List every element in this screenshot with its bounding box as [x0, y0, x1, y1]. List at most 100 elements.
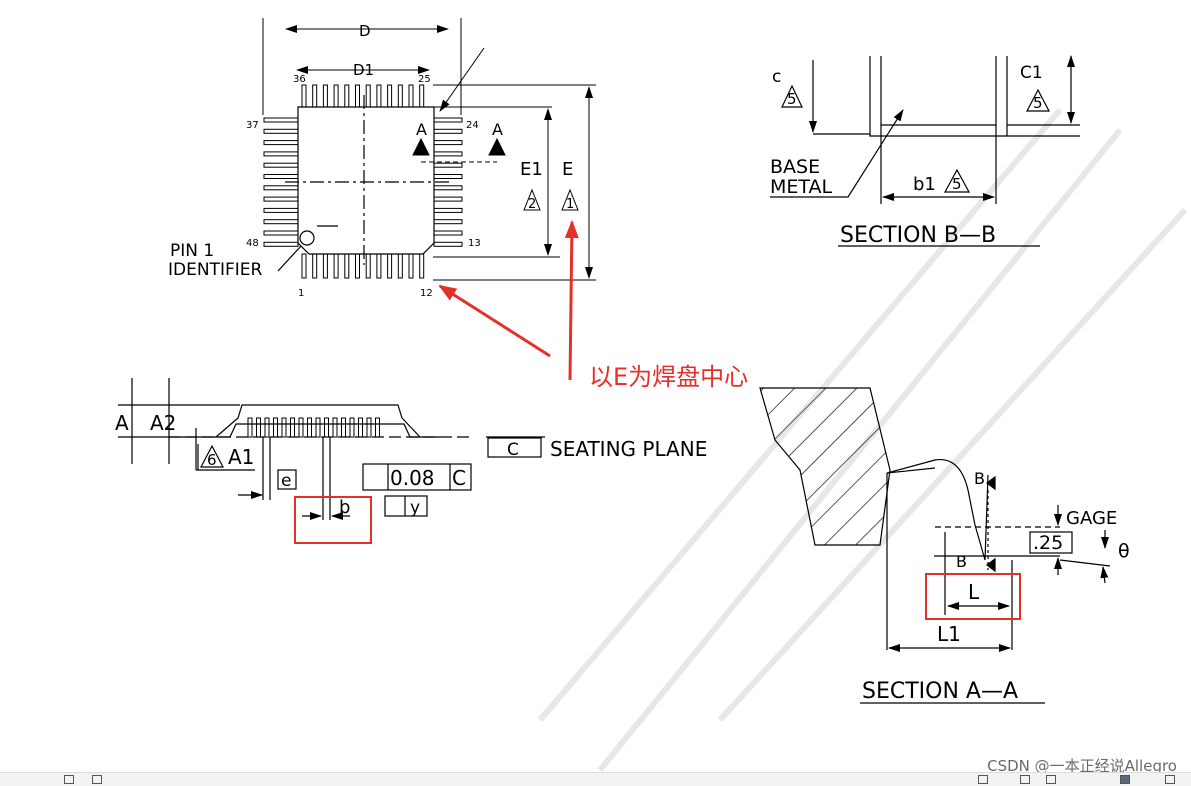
- lead: [263, 162, 299, 168]
- section-bb: [770, 55, 1080, 247]
- label-b: b: [339, 497, 350, 518]
- tolerance-datum: C: [452, 466, 466, 490]
- side-lead: [247, 417, 253, 438]
- label-A1: A1: [228, 445, 254, 469]
- side-lead: [273, 417, 278, 438]
- side-lead: [358, 417, 363, 438]
- lead: [433, 140, 463, 146]
- side-lead: [324, 417, 329, 438]
- lead: [263, 230, 299, 236]
- side-lead: [349, 417, 355, 438]
- label-E: E: [562, 159, 573, 180]
- viewer-statusbar: [0, 772, 1191, 786]
- lead: [263, 117, 299, 123]
- side-lead: [281, 417, 287, 438]
- pin-48: 48: [246, 238, 259, 249]
- lead: [322, 253, 328, 279]
- page-icon[interactable]: [64, 775, 74, 784]
- lead: [433, 185, 463, 191]
- package-body: [297, 106, 435, 255]
- lead: [333, 253, 339, 279]
- label-c: c: [772, 67, 781, 87]
- lead: [263, 196, 299, 202]
- lead: [433, 207, 463, 213]
- section-b-lower: B: [956, 552, 967, 571]
- tolerance-y: y: [410, 498, 420, 518]
- lead: [322, 84, 328, 108]
- labels: D D1 E1 E 2 1 A A 36 25 37 24 48 13 1 12…: [115, 22, 1130, 704]
- lead: [263, 241, 299, 247]
- section-a-left: A: [416, 120, 427, 139]
- base-label-2: METAL: [770, 176, 833, 198]
- csdn-watermark: CSDN @一本正经说Allegro: [987, 757, 1177, 775]
- pin-13: 13: [468, 238, 481, 249]
- tolerance-value: 0.08: [390, 466, 435, 490]
- lead: [397, 253, 403, 279]
- lead: [301, 253, 307, 279]
- page-icon[interactable]: [92, 775, 102, 784]
- note-5b: 5: [1033, 94, 1043, 112]
- lead: [312, 84, 318, 108]
- note-1: 1: [566, 197, 574, 212]
- label-b1: b1: [913, 174, 936, 195]
- side-lead: [298, 417, 304, 438]
- pin1-label-2: IDENTIFIER: [168, 260, 262, 280]
- lead: [408, 253, 414, 279]
- view-icon[interactable]: [1120, 775, 1130, 784]
- pin-array: [263, 84, 463, 279]
- theta: θ: [1118, 540, 1130, 562]
- section-bb-title: SECTION B—B: [840, 223, 996, 248]
- lead: [419, 84, 425, 108]
- view-icon[interactable]: [1165, 775, 1175, 784]
- note-5a: 5: [787, 90, 797, 108]
- section-a-right: A: [492, 120, 503, 139]
- side-lead: [256, 417, 261, 438]
- lead: [344, 84, 350, 108]
- lead: [433, 230, 463, 236]
- label-E1: E1: [520, 159, 543, 180]
- side-lead: [332, 417, 338, 438]
- lead: [433, 117, 463, 123]
- top-dimensions: [262, 18, 596, 281]
- section-b-upper: B: [974, 469, 985, 488]
- view-icon[interactable]: [1020, 775, 1030, 784]
- lead: [376, 253, 382, 279]
- pin-37: 37: [246, 120, 259, 131]
- lead: [344, 253, 350, 279]
- highlight-boxes: [294, 496, 1021, 620]
- lead: [387, 253, 393, 279]
- note-2: 2: [528, 197, 536, 212]
- side-lead: [375, 417, 380, 438]
- seating-label: SEATING PLANE: [550, 437, 707, 461]
- seating-datum: C: [507, 440, 519, 460]
- view-icon[interactable]: [1046, 775, 1056, 784]
- label-c1: C1: [1020, 63, 1043, 83]
- lead: [433, 219, 463, 225]
- lead: [408, 84, 414, 108]
- lead: [387, 84, 393, 108]
- pin-25: 25: [418, 74, 431, 85]
- lead: [301, 84, 307, 108]
- side-pins: [247, 417, 380, 438]
- pin1-label-1: PIN 1: [170, 241, 214, 261]
- side-view: [118, 378, 545, 520]
- label-D: D: [359, 22, 371, 40]
- lead: [433, 241, 463, 247]
- section-aa-title: SECTION A—A: [862, 679, 1018, 704]
- lead: [263, 128, 299, 134]
- annotation-text: 以E为焊盘中心: [589, 363, 749, 391]
- lead: [355, 84, 360, 108]
- lead: [263, 185, 299, 191]
- lead: [376, 84, 382, 108]
- note-6: 6: [207, 451, 217, 469]
- lead: [433, 174, 463, 179]
- note-5c: 5: [952, 175, 962, 193]
- side-lead: [307, 417, 312, 438]
- base-label-1: BASE: [770, 156, 820, 178]
- view-icon[interactable]: [978, 775, 988, 784]
- gage-value: .25: [1033, 532, 1063, 554]
- lead: [263, 174, 299, 179]
- lead: [355, 253, 360, 279]
- pin-24: 24: [466, 120, 479, 131]
